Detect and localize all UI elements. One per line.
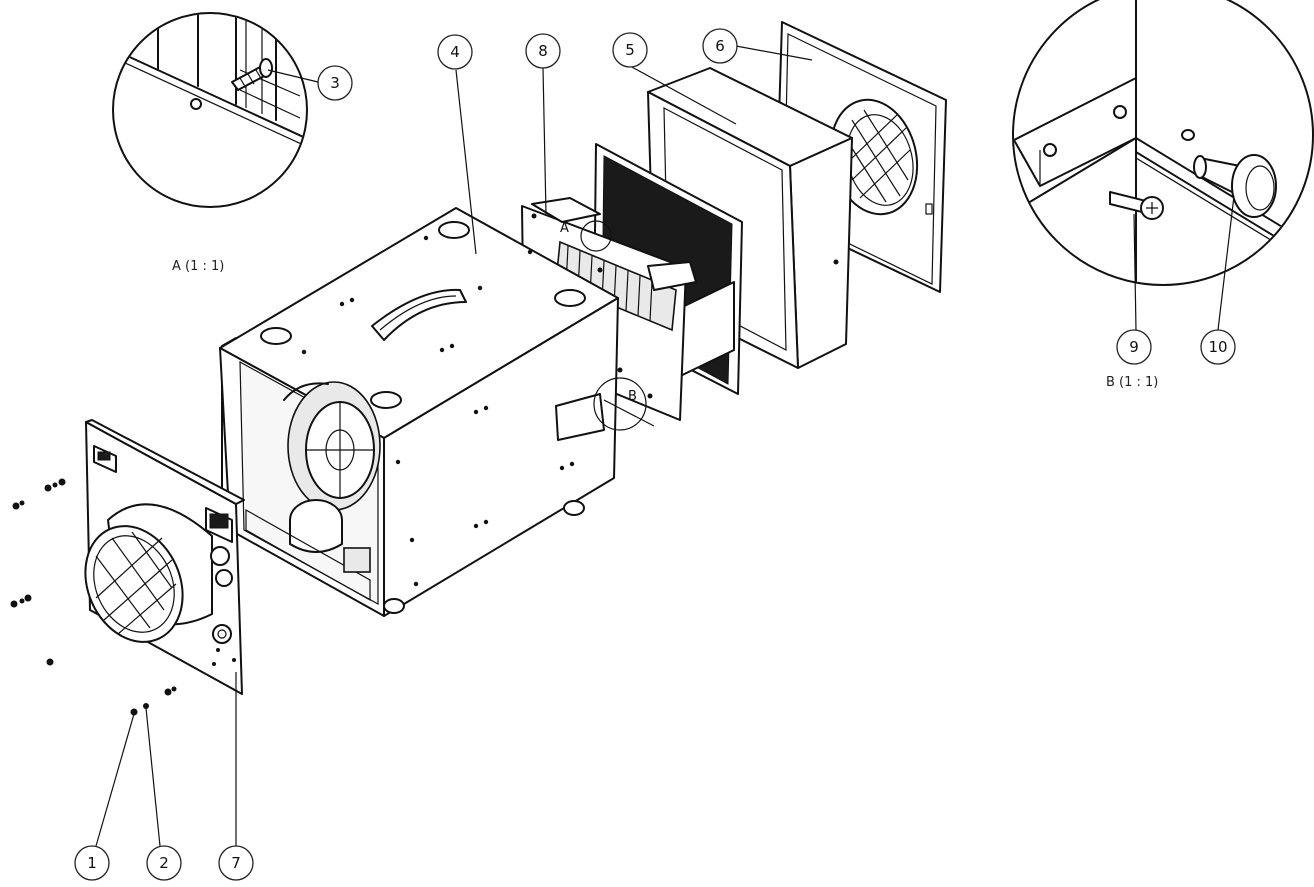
detail-b-marker-circle — [593, 377, 647, 431]
leader-lines — [95, 45, 813, 847]
callout-5-label: 5 — [625, 41, 635, 59]
top-hole-icon — [370, 391, 402, 409]
detail-a-caption: A (1 : 1) — [172, 259, 224, 274]
front-intake-grille-icon — [84, 503, 213, 643]
internal-fan-icon — [283, 381, 381, 511]
top-hole-icon — [438, 221, 470, 239]
detail-a-marker-circle — [580, 220, 612, 252]
top-hole-icon — [260, 327, 292, 345]
main-housing-part: B — [219, 207, 655, 617]
callout-2: 2 — [146, 845, 182, 881]
callout-4: 4 — [437, 34, 473, 70]
detail-b-knob-icon — [1193, 154, 1277, 218]
callout-1-label: 1 — [87, 854, 97, 872]
detail-b-caption: B (1 : 1) — [1106, 375, 1158, 390]
callout-3-label: 3 — [330, 74, 340, 92]
loose-screws-part — [10, 478, 177, 716]
detail-a-marker-label: A — [560, 221, 569, 236]
callout-10-label: 10 — [1208, 338, 1227, 356]
callout-5: 5 — [612, 32, 648, 68]
detail-a-screw-icon — [231, 58, 273, 91]
callout-6-label: 6 — [715, 37, 725, 55]
detail-b-view: B (1 : 1) — [1012, 0, 1314, 390]
callout-9: 9 — [1116, 329, 1152, 365]
internal-compressor-icon — [245, 499, 371, 602]
detail-a-view: A (1 : 1) — [112, 12, 319, 274]
callout-10: 10 — [1200, 329, 1236, 365]
callout-7-label: 7 — [231, 854, 241, 872]
front-panel-part — [84, 419, 245, 695]
carry-handle-icon — [371, 288, 467, 341]
callout-6: 6 — [702, 28, 738, 64]
callout-8-label: 8 — [538, 42, 548, 60]
callout-8: 8 — [525, 33, 561, 69]
detail-b-marker-label: B — [628, 389, 637, 404]
housing-screw-dots — [301, 235, 599, 587]
top-hole-icon — [554, 289, 586, 307]
callout-9-label: 9 — [1129, 338, 1139, 356]
callout-3: 3 — [317, 65, 353, 101]
callout-4-label: 4 — [450, 43, 460, 61]
callout-2-label: 2 — [159, 854, 169, 872]
callout-1: 1 — [74, 845, 110, 881]
detail-b-pin-icon — [1109, 191, 1164, 220]
callout-7: 7 — [218, 845, 254, 881]
